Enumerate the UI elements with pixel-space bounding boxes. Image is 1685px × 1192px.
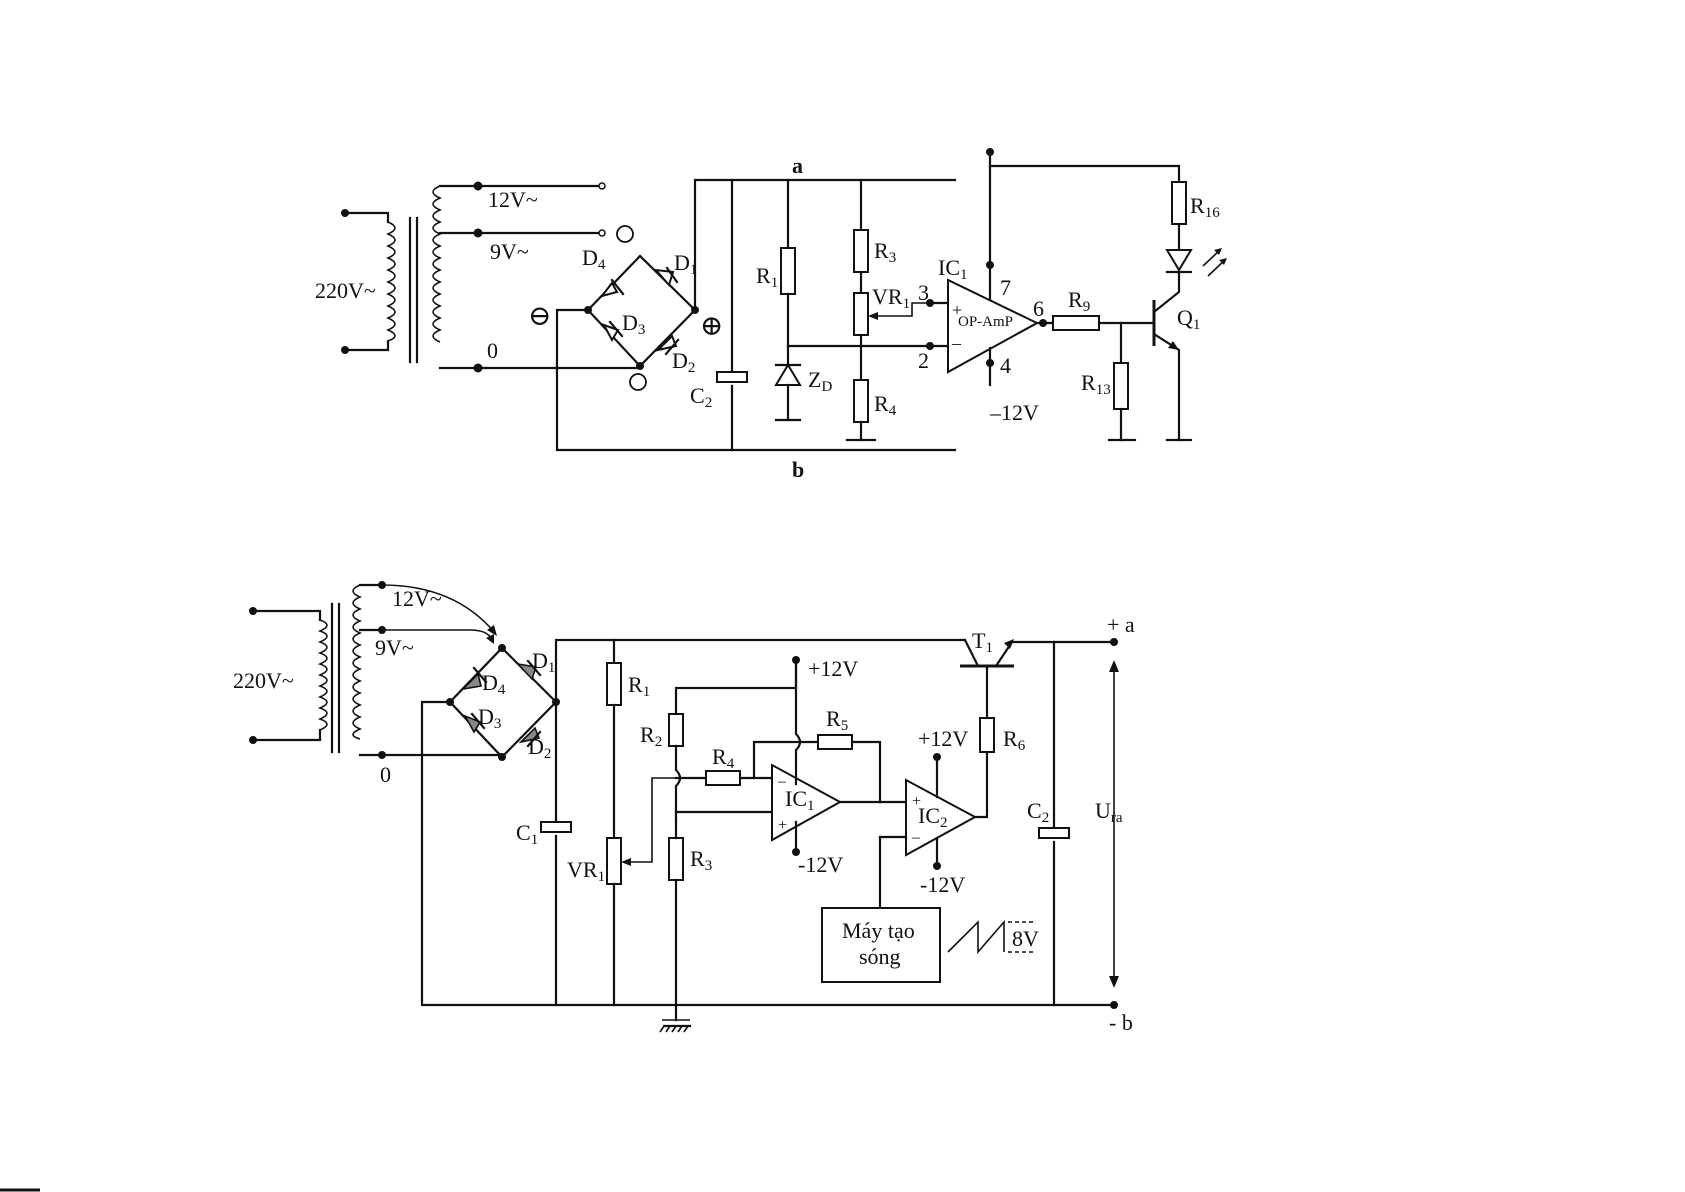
minus-terminal-symbol: ⊖ — [528, 301, 551, 332]
d3-label: D3 — [622, 310, 645, 338]
c2-label-2: C2 — [1027, 798, 1049, 826]
opamp-minus-input: – — [951, 333, 962, 353]
vr1-label-2: VR1 — [567, 857, 605, 885]
ic2-vplus-label: +12V — [918, 726, 968, 751]
tap-0-label: 0 — [487, 338, 498, 363]
ura-label: Ura — [1095, 798, 1123, 826]
r4-label-2: R4 — [712, 744, 735, 772]
t1-label: T1 — [972, 628, 993, 656]
q1-label: Q1 — [1177, 305, 1200, 333]
d2-label: D2 — [672, 348, 695, 376]
pin-2-label: 2 — [918, 348, 929, 373]
tap-0-label-2: 0 — [380, 762, 391, 787]
pin-3-label: 3 — [918, 280, 929, 305]
tap-12v-label: 12V~ — [488, 187, 538, 212]
neg12-label: –12V — [989, 400, 1039, 425]
circuit-1: 220V~ 12V~ 9V~ 0 D4 D1 D3 D2 ⊖ — [315, 148, 1227, 482]
d1-label-2: D1 — [532, 648, 555, 676]
bridge-rectifier-2: D4 D1 D3 D2 — [446, 644, 560, 762]
opamp-ic2-2: + – IC2 +12V -12V — [880, 726, 987, 908]
d3-label-2: D3 — [478, 704, 501, 732]
d4-label-2: D4 — [482, 670, 506, 698]
zd-label: ZD — [808, 367, 832, 395]
r3-label-2: R3 — [690, 846, 712, 874]
circuit-2: 220V~ 12V~ 9V~ 0 D4 D1 D3 D2 — [233, 581, 1135, 1035]
ic1-vminus-label: -12V — [798, 852, 843, 877]
pass-transistor-t1: T1 R6 — [960, 628, 1114, 754]
opamp-ic1-2: – + IC1 +12V -12V R5 — [754, 656, 906, 877]
pin-4-label: 4 — [1000, 353, 1011, 378]
vr1-label: VR1 — [872, 284, 910, 312]
node-a-label-2: + a — [1107, 612, 1135, 637]
r1-vr1-branch: R1 VR1 — [567, 640, 676, 1005]
ic1-label: IC1 — [938, 255, 968, 283]
r1-label-2: R1 — [628, 672, 650, 700]
d1-label: D1 — [674, 250, 697, 278]
generator-label-line2: sóng — [859, 944, 901, 969]
pin-6-label: 6 — [1033, 296, 1044, 321]
opamp-label: OP-AmP — [958, 314, 1013, 330]
d4-label: D4 — [582, 245, 606, 273]
r3-label: R3 — [874, 238, 896, 266]
tap-12v-label-2: 12V~ — [392, 586, 442, 611]
r1-label: R1 — [756, 263, 778, 291]
opamp-ic1: IC1 + – OP-AmP 7 4 –12V 6 — [930, 148, 1053, 425]
output-stage-1: R9 R13 Q1 R16 — [990, 166, 1227, 440]
r2-r3-divider: R2 R3 — [640, 660, 796, 1032]
c1-label: C1 — [516, 820, 538, 848]
r5-label-2: R5 — [826, 706, 848, 734]
ic1-plus-input: + — [778, 817, 787, 834]
r16-label: R16 — [1190, 193, 1220, 221]
transformer-2: 220V~ 12V~ 9V~ 0 — [233, 581, 502, 787]
plus-terminal-symbol: ⊕ — [700, 311, 723, 342]
transformer-1: 220V~ 12V~ 9V~ 0 — [315, 182, 640, 373]
wave-generator: Máy tạo sóng 8V — [822, 908, 1039, 982]
generator-label-line1: Máy tạo — [842, 918, 915, 943]
r6-label-2: R6 — [1003, 726, 1026, 754]
ic2-vminus-label: -12V — [920, 872, 965, 897]
r9-label: R9 — [1068, 287, 1090, 315]
wave-amplitude-label: 8V — [1012, 926, 1039, 951]
primary-voltage-label-2: 220V~ — [233, 668, 294, 693]
d2-label-2: D2 — [528, 734, 551, 762]
divider-branch: R3 VR1 R4 3 2 — [847, 180, 934, 440]
r2-label-2: R2 — [640, 722, 662, 750]
r4-resistor-2: R4 — [676, 744, 772, 785]
node-b-label-2: - b — [1109, 1010, 1133, 1035]
primary-voltage-label: 220V~ — [315, 278, 376, 303]
r4-label: R4 — [874, 391, 897, 419]
output-terminals: + a - b Ura — [1095, 612, 1135, 1035]
tap-9v-label: 9V~ — [490, 239, 529, 264]
sawtooth-wave-icon — [948, 922, 1004, 952]
r13-label: R13 — [1081, 370, 1111, 398]
rail-a — [695, 180, 955, 310]
ic2-minus-input: – — [911, 829, 921, 846]
c2-label: C2 — [690, 383, 712, 411]
node-a-label: a — [792, 153, 803, 178]
pin-7-label: 7 — [1000, 275, 1011, 300]
ic1-vplus-label: +12V — [808, 656, 858, 681]
tap-9v-label-2: 9V~ — [375, 635, 414, 660]
node-b-label: b — [792, 457, 804, 482]
